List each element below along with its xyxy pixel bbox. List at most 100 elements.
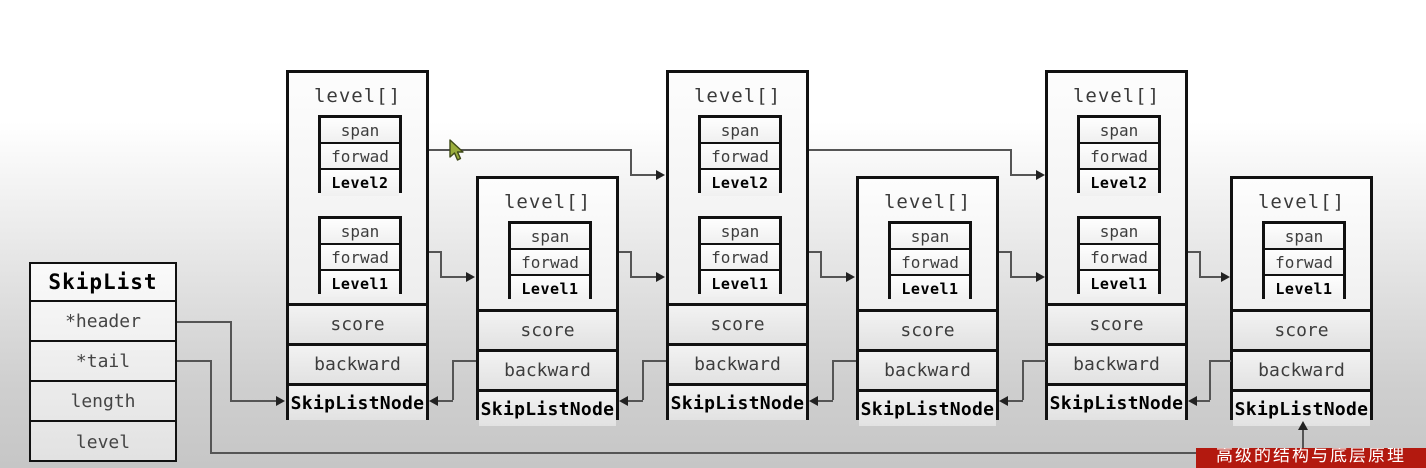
node-2-level-array-label: level[]: [503, 191, 592, 213]
node-1-level1-name: Level1: [321, 271, 399, 297]
tail-pointer-arrow: [1298, 421, 1308, 430]
level1-forward-5-6-h2: [1199, 276, 1223, 278]
node-6-score: score: [1233, 309, 1370, 349]
backward-2-1-h2: [438, 400, 453, 402]
skiplist-field-length: length: [31, 382, 175, 422]
skiplistnode-6: level[] span forwad Level1 score backwar…: [1230, 176, 1373, 426]
node-3-level1-name: Level1: [701, 271, 779, 297]
node-1-level-array-label: level[]: [313, 85, 402, 107]
level1-forward-2-3-v: [630, 251, 632, 277]
backward-4-3-h2: [818, 400, 833, 402]
backward-6-5-v: [1209, 360, 1211, 400]
backward-3-2-h1: [642, 360, 666, 362]
level1-forward-4-5-h2: [1010, 276, 1038, 278]
skiplist-title: SkipList: [31, 264, 175, 302]
level1-forward-1-2-v: [440, 251, 442, 277]
node-1-score: score: [289, 303, 426, 343]
level2-forward-1-3-h1: [429, 149, 631, 151]
tail-pointer-line-v2: [1302, 430, 1304, 453]
node-1-level1-group: span forwad Level1: [318, 216, 402, 297]
node-5-level1-name: Level1: [1080, 271, 1158, 297]
tail-pointer-line-v1: [210, 360, 212, 453]
node-3-level-array-label: level[]: [693, 85, 782, 107]
node-1-level1-forward: forwad: [321, 245, 399, 271]
level1-forward-4-5-arrow: [1036, 272, 1045, 282]
level1-forward-5-6-h1: [1188, 251, 1200, 253]
node-2-score: score: [479, 309, 616, 349]
node-5-backward: backward: [1048, 343, 1185, 383]
node-3-level2-span: span: [701, 118, 779, 144]
node-5-type: SkipListNode: [1048, 383, 1185, 420]
level1-forward-1-2-arrow: [466, 272, 475, 282]
level1-forward-2-3-arrow: [656, 272, 665, 282]
level1-forward-1-2-h2: [440, 276, 468, 278]
level1-forward-3-4-h2: [820, 276, 848, 278]
banner-text: 高级的结构与底层原理: [1216, 448, 1406, 466]
node-4-level-array-label: level[]: [883, 191, 972, 213]
node-1-type: SkipListNode: [289, 383, 426, 420]
level2-forward-1-3-v: [630, 149, 632, 175]
node-3-type: SkipListNode: [669, 383, 806, 420]
node-3-level2-forward: forwad: [701, 144, 779, 170]
backward-5-4-arrow: [999, 396, 1008, 406]
backward-4-3-arrow: [809, 396, 818, 406]
node-5-level1-span: span: [1080, 219, 1158, 245]
node-3-level1-forward: forwad: [701, 245, 779, 271]
backward-6-5-h2: [1197, 400, 1210, 402]
node-3-backward: backward: [669, 343, 806, 383]
node-5-level2-forward: forwad: [1080, 144, 1158, 170]
node-2-level1-span: span: [511, 224, 589, 250]
node-5-level2-name: Level2: [1080, 170, 1158, 196]
node-2-level1-name: Level1: [511, 276, 589, 302]
level1-forward-3-4-h1: [809, 251, 821, 253]
node-5-level2-span: span: [1080, 118, 1158, 144]
node-6-level1-name: Level1: [1265, 276, 1343, 302]
node-5-score: score: [1048, 303, 1185, 343]
level2-forward-3-5-h1: [809, 149, 1011, 151]
node-4-backward: backward: [859, 349, 996, 389]
node-4-level1-group: span forwad Level1: [888, 221, 972, 302]
node-6-level1-span: span: [1265, 224, 1343, 250]
node-3-level1-span: span: [701, 219, 779, 245]
level2-forward-1-3-h2: [630, 174, 658, 176]
node-1-level2-name: Level2: [321, 170, 399, 196]
backward-2-1-v: [452, 360, 454, 400]
node-4-level1-name: Level1: [891, 276, 969, 302]
header-pointer-line-h2: [230, 400, 278, 402]
node-4-level1-forward: forwad: [891, 250, 969, 276]
node-2-backward: backward: [479, 349, 616, 389]
level1-forward-2-3-h2: [630, 276, 658, 278]
level1-forward-5-6-v: [1199, 251, 1201, 277]
node-6-level1-forward: forwad: [1265, 250, 1343, 276]
header-pointer-line-h1: [177, 321, 231, 323]
skiplistnode-3: level[] span forwad Level2 span forwad L…: [666, 70, 809, 420]
node-5-level2-group: span forwad Level2: [1077, 115, 1161, 196]
node-2-type: SkipListNode: [479, 389, 616, 426]
level1-forward-4-5-v: [1010, 251, 1012, 277]
node-5-level1-forward: forwad: [1080, 245, 1158, 271]
skiplist-field-header: *header: [31, 302, 175, 342]
level2-forward-1-3-arrow: [656, 170, 665, 180]
backward-6-5-arrow: [1188, 396, 1197, 406]
level1-forward-5-6-arrow: [1221, 272, 1230, 282]
backward-3-2-h2: [628, 400, 643, 402]
node-3-level2-name: Level2: [701, 170, 779, 196]
level2-forward-3-5-arrow: [1036, 170, 1045, 180]
backward-4-3-v: [832, 360, 834, 400]
node-1-level2-group: span forwad Level2: [318, 115, 402, 196]
node-1-level1-span: span: [321, 219, 399, 245]
mouse-cursor-icon: [449, 139, 464, 161]
node-1-backward: backward: [289, 343, 426, 383]
skiplist-field-level: level: [75, 431, 131, 453]
backward-2-1-arrow: [429, 396, 438, 406]
node-6-type: SkipListNode: [1233, 389, 1370, 426]
level1-forward-4-5-h1: [999, 251, 1011, 253]
bottom-banner: 高级的结构与底层原理: [1196, 448, 1426, 468]
tail-pointer-line-h1: [177, 360, 211, 362]
skiplistnode-1: level[] span forwad Level2 span forwad L…: [286, 70, 429, 420]
skiplistnode-4: level[] span forwad Level1 score backwar…: [856, 176, 999, 426]
level1-forward-1-2-h1: [429, 251, 441, 253]
header-pointer-line-v: [230, 321, 232, 401]
skiplist-field-tail: *tail: [31, 342, 175, 382]
